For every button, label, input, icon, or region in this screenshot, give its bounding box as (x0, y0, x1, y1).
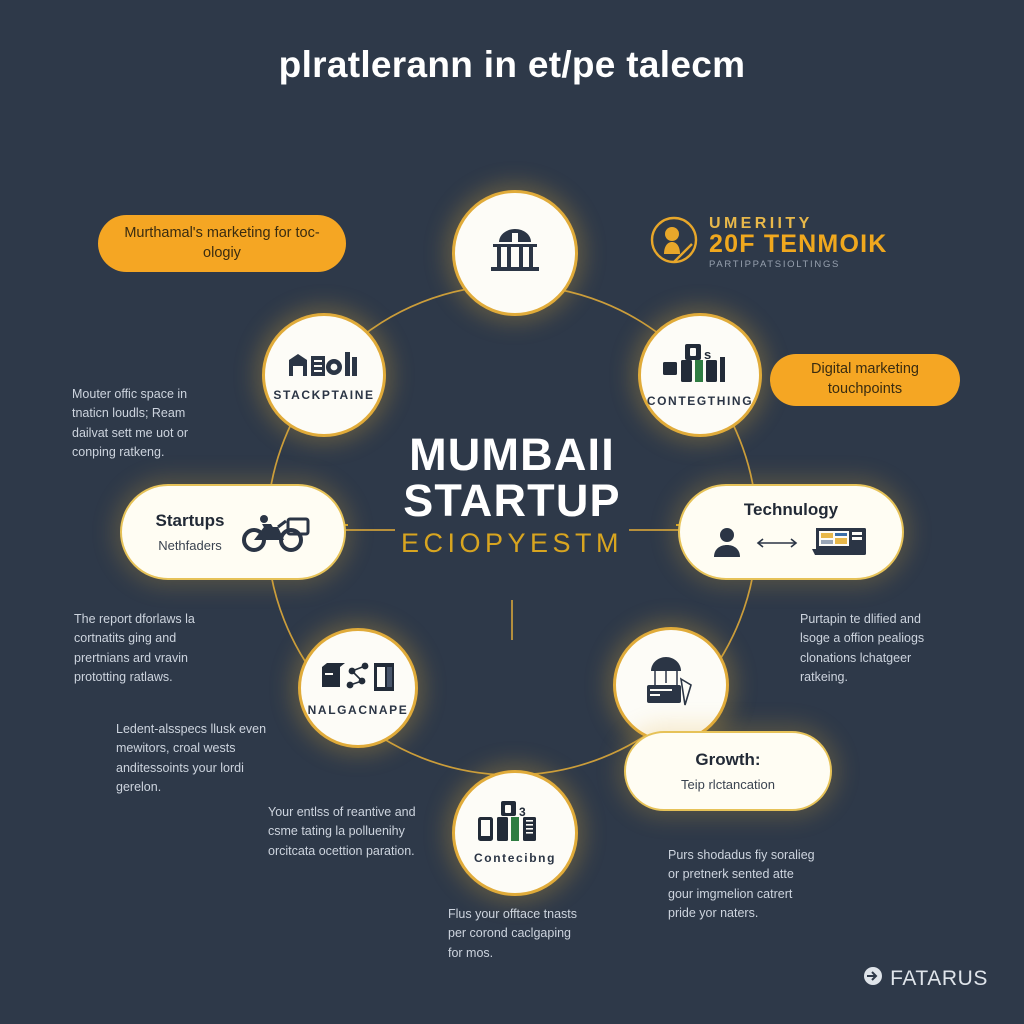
note-office-bottom: Flus your offtace tnasts per corond cacl… (448, 907, 577, 960)
note-partner-right: Purtapin te dlified and lsoge a offion p… (800, 612, 925, 685)
note-report-overview: The report dforlaws la cortnatits ging a… (74, 612, 195, 685)
card-body: Nethfaders (158, 538, 222, 553)
node-caption: STACKPTAINE (273, 388, 375, 402)
user-to-laptop-icon (712, 526, 742, 563)
logo-line-2: 20F TENMOIK (709, 230, 888, 259)
card-body: Teip rlctancation (681, 777, 775, 792)
node-stackptaine[interactable]: STACKPTAINE (262, 313, 386, 437)
node-finance-dome[interactable] (613, 627, 729, 743)
mobile-devices-icon: 3 (475, 801, 555, 848)
note-creative-bottom: Your entlss of reantive and csme tating … (268, 805, 416, 858)
card-title: Growth: (695, 750, 761, 769)
city-buildings-icon (287, 348, 361, 385)
devices-icon: s (661, 342, 739, 391)
node-caption: CONTEGTHING (646, 394, 754, 408)
node-contecibng[interactable]: 3 Contecibng (452, 770, 578, 896)
node-top-building[interactable] (452, 190, 578, 316)
node-nalgacnape[interactable]: NALGACNAPE (298, 628, 418, 748)
page-title: plratlerann in et/pe talecm (278, 44, 746, 85)
bank-building-icon (485, 224, 545, 279)
laptop-icon (812, 525, 870, 564)
delivery-motorcycle-icon (238, 507, 310, 558)
hub-line-3: ECIOPYESTM (400, 527, 624, 558)
fatarus-logo-icon (863, 966, 883, 992)
node-caption: Contecibng (474, 851, 556, 865)
hub-line-2: STARTUP (403, 474, 621, 526)
pill-digital-touchpoints[interactable]: Digital marketing touchpoints (770, 354, 960, 406)
bank-umbrella-icon (641, 653, 701, 714)
note-shoddades-right: Purs shodadus fiy soralieg or pretnerk s… (668, 848, 815, 921)
watermark-text: FATARUS (890, 967, 988, 990)
pill-marketing-technology[interactable]: Murthamal's marketing for toc-ologiy (98, 215, 346, 272)
node-caption: NALGACNAPE (307, 703, 409, 717)
location-pin-icon (648, 214, 700, 271)
note-office-space: Mouter offic space in tnaticn loudls; Re… (72, 387, 189, 460)
network-share-icon (320, 659, 396, 700)
svg-text:s: s (704, 347, 711, 362)
brand-logo: UMERIITY 20F TENMOIK PARTIPPATSIOLTINGS (648, 214, 888, 271)
card-title: Startups (155, 511, 225, 530)
hub-line-1: MUMBAII (409, 429, 615, 480)
center-hub: MUMBAII STARTUP ECIOPYESTM (312, 432, 712, 557)
card-title: Technulogy (743, 500, 839, 519)
svg-text:3: 3 (519, 805, 526, 819)
card-growth[interactable]: Growth: Teip rlctancation (624, 731, 832, 811)
node-contegthing[interactable]: s CONTEGTHING (638, 313, 762, 437)
note-ledent-aspects: Ledent-alsspecs llusk even mewitors, cro… (116, 722, 267, 795)
watermark: FATARUS (863, 966, 988, 992)
arrow-left-right-icon (754, 536, 800, 554)
logo-line-3: PARTIPPATSIOLTINGS (709, 258, 841, 270)
card-startups[interactable]: Startups Nethfaders (120, 484, 346, 580)
card-technology[interactable]: Technulogy (678, 484, 904, 580)
logo-line-1: UMERIITY (709, 214, 813, 232)
